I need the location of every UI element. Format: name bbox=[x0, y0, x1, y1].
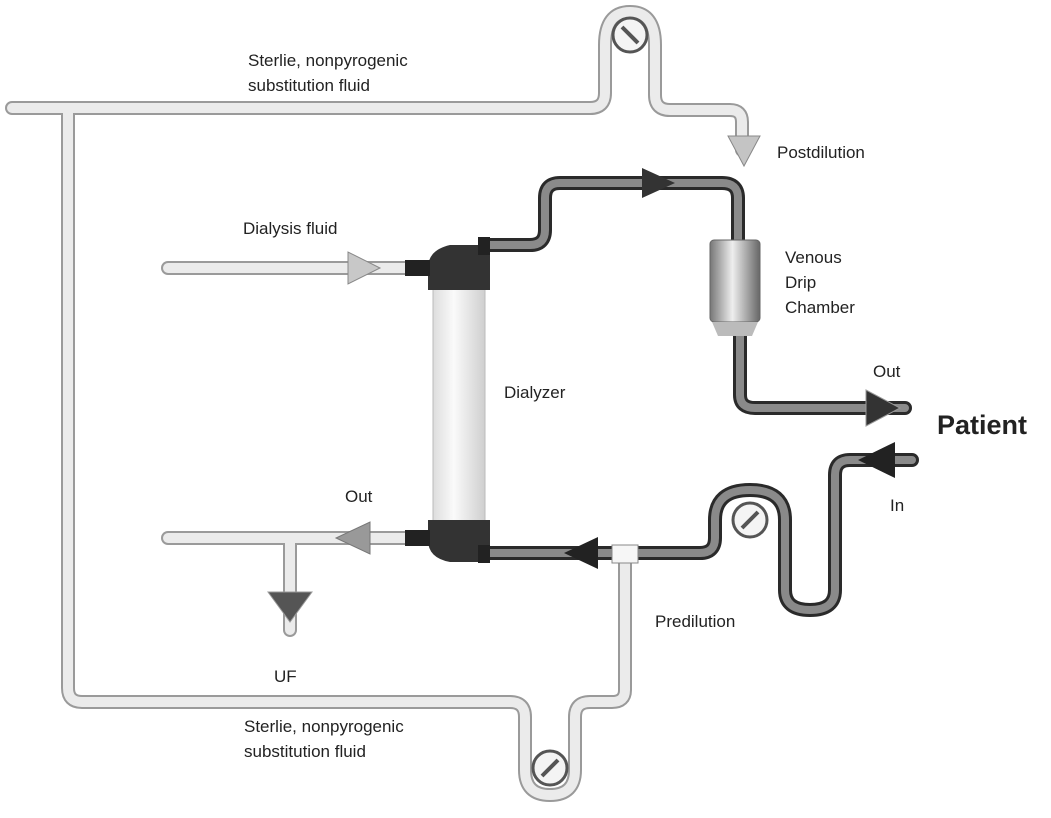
arterial-in-arrow-icon bbox=[858, 442, 895, 478]
patient-label: Patient bbox=[937, 410, 1028, 440]
postdilution-label: Postdilution bbox=[777, 143, 865, 162]
flow-arrows bbox=[267, 135, 902, 623]
label-line: Chamber bbox=[785, 298, 855, 317]
dialyzer-label: Dialyzer bbox=[504, 383, 566, 402]
label-line: substitution fluid bbox=[244, 742, 366, 761]
venous-drip-chamber bbox=[709, 239, 761, 336]
postdilution-arrow-icon bbox=[727, 135, 761, 168]
substitution-tube bbox=[7, 7, 747, 800]
uf-label: UF bbox=[274, 667, 297, 686]
pump-icon bbox=[531, 16, 769, 787]
dialysate-out-arrow-icon bbox=[334, 521, 371, 555]
dialysis-fluid-label: Dialysis fluid bbox=[243, 219, 338, 238]
venous-out-arrow-icon bbox=[865, 389, 902, 427]
blood-flow-arrow-icon bbox=[564, 537, 598, 569]
label-line: Sterlie, nonpyrogenic bbox=[248, 51, 408, 70]
label-line: Venous bbox=[785, 248, 842, 267]
blood-tube bbox=[481, 179, 916, 614]
venous-out-label: Out bbox=[873, 362, 901, 381]
blood-flow-arrow-icon bbox=[642, 168, 675, 198]
dialysate-out-label: Out bbox=[345, 487, 373, 506]
dialysis-in-arrow-icon bbox=[347, 251, 382, 285]
arterial-in-label: In bbox=[890, 496, 905, 515]
substitution-tube-outline bbox=[5, 5, 749, 802]
label-line: Drip bbox=[785, 273, 817, 292]
label-line: Sterlie, nonpyrogenic bbox=[244, 717, 404, 736]
top-substitution-label: Sterlie, nonpyrogenic substitution fluid bbox=[248, 48, 408, 98]
predilution-connector bbox=[611, 544, 639, 564]
dialyzer bbox=[405, 237, 490, 563]
predilution-label: Predilution bbox=[655, 612, 736, 631]
bottom-substitution-label: Sterlie, nonpyrogenic substitution fluid bbox=[244, 714, 404, 764]
uf-arrow-icon bbox=[267, 591, 313, 623]
label-line: substitution fluid bbox=[248, 76, 370, 95]
